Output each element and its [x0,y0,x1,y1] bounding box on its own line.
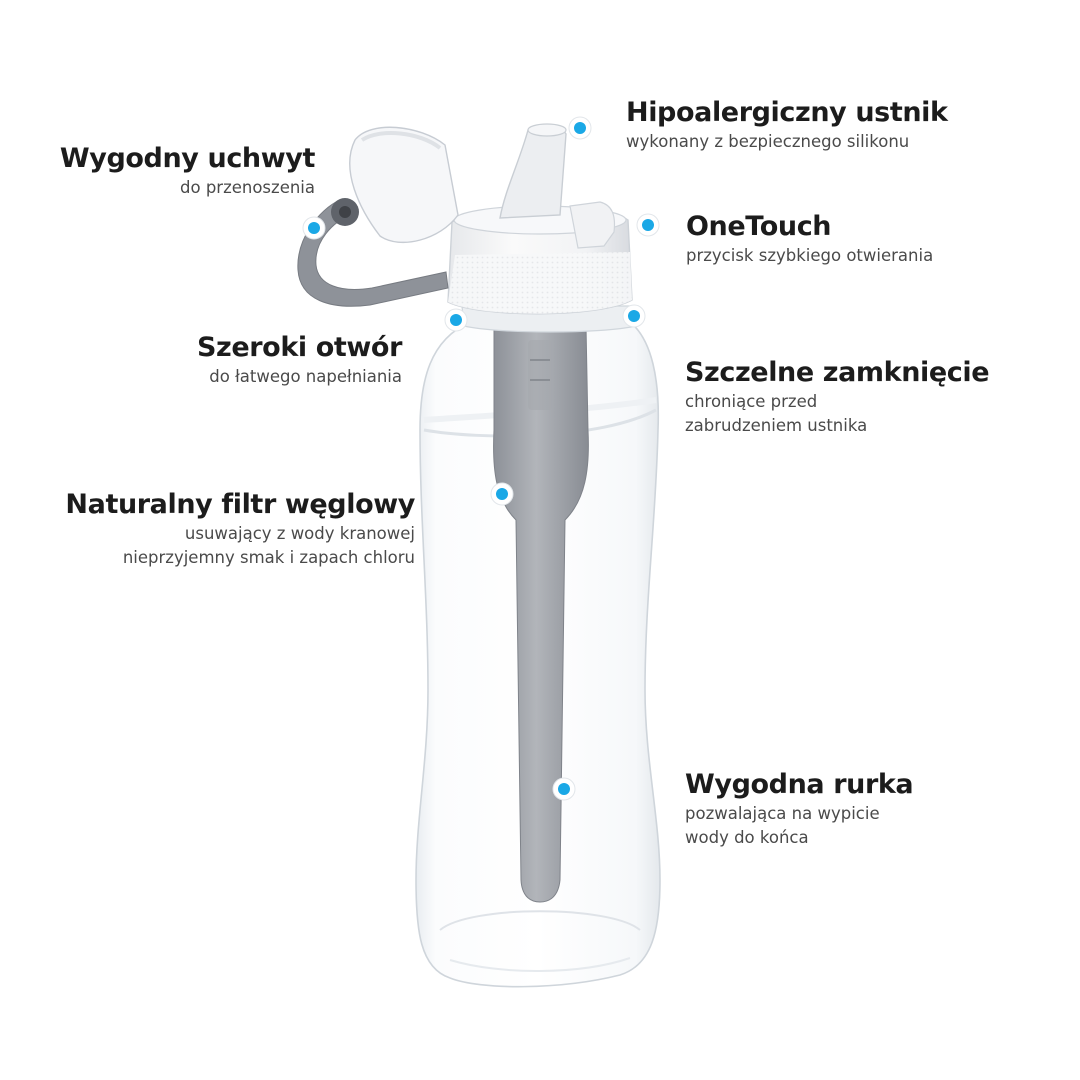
feature-title: Wygodna rurka [685,769,914,800]
feature-desc: do przenoszenia [180,178,315,197]
hotspot-uchwyt-dot-icon[interactable] [302,216,326,240]
feature-desc: pozwalająca na wypicie [685,804,880,823]
feature-title: Wygodny uchwyt [59,143,316,174]
feature-rurka: Wygodna rurka pozwalająca na wypicie wod… [685,768,1055,850]
feature-filtr: Naturalny filtr węglowy usuwający z wody… [20,488,415,570]
carry-handle [297,199,449,307]
feature-title: Szczelne zamknięcie [685,357,990,388]
feature-desc: wody do końca [685,828,809,847]
hotspot-zamkniecie-dot-icon[interactable] [622,304,646,328]
feature-zamkniecie: Szczelne zamknięcie chroniące przed zabr… [685,356,1055,438]
feature-title: Szeroki otwór [196,332,402,363]
feature-desc: przycisk szybkiego otwierania [686,246,934,265]
feature-desc: chroniące przed [685,392,818,411]
feature-otwor: Szeroki otwór do łatwego napełniania [40,331,402,389]
feature-desc: wykonany z bezpiecznego silikonu [626,132,910,151]
feature-desc: nieprzyjemny smak i zapach chloru [122,548,415,567]
hotspot-filtr-dot-icon[interactable] [490,482,514,506]
feature-title: OneTouch [686,211,832,242]
hotspot-onetouch-dot-icon[interactable] [636,213,660,237]
feature-desc: do łatwego napełniania [209,367,402,386]
hotspot-rurka-dot-icon[interactable] [552,777,576,801]
flip-lid [349,126,459,244]
feature-desc: zabrudzeniem ustnika [685,416,868,435]
feature-ustnik: Hipoalergiczny ustnik wykonany z bezpiec… [626,96,1046,154]
feature-onetouch: OneTouch przycisk szybkiego otwierania [686,210,1056,268]
feature-title: Hipoalergiczny ustnik [626,97,948,128]
feature-title: Naturalny filtr węglowy [65,489,415,520]
hotspot-otwor-dot-icon[interactable] [444,308,468,332]
hotspot-ustnik-dot-icon[interactable] [568,116,592,140]
feature-uchwyt: Wygodny uchwyt do przenoszenia [40,142,316,200]
feature-desc: usuwający z wody kranowej [184,524,415,543]
mouthpiece [499,124,567,219]
